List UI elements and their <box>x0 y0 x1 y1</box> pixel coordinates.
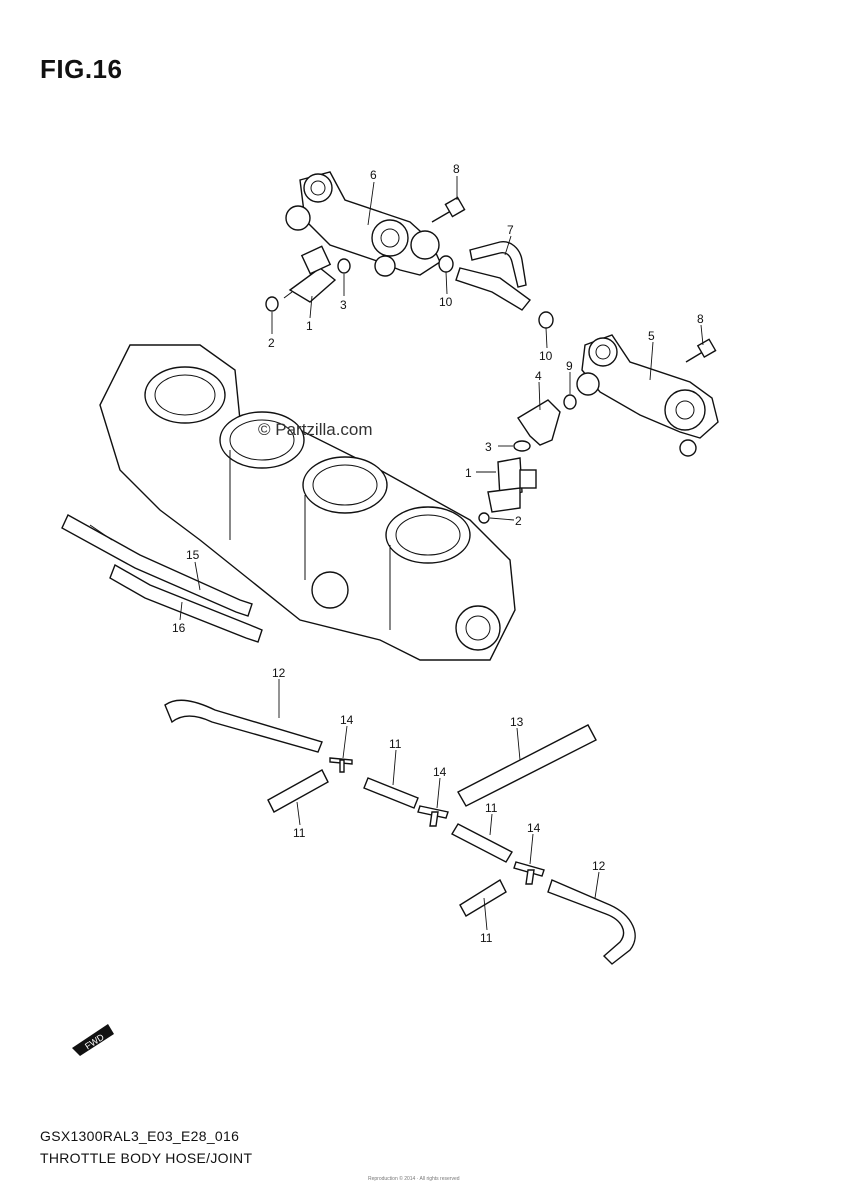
callout-2-lower: 2 <box>515 514 522 528</box>
callout-10-lower: 10 <box>539 349 553 363</box>
leader-lines <box>179 176 704 931</box>
callout-7: 7 <box>507 223 514 237</box>
figure-title: FIG.16 <box>40 54 123 84</box>
callout-1-upper: 1 <box>306 319 313 333</box>
callout-10-upper: 10 <box>439 295 453 309</box>
hose-11-b[interactable] <box>363 777 419 809</box>
joint-14-right[interactable] <box>513 861 545 885</box>
o-ring-9[interactable] <box>563 394 577 410</box>
callout-6: 6 <box>370 168 377 182</box>
fuel-injector-lower[interactable] <box>487 457 537 513</box>
o-ring-upper[interactable] <box>265 296 279 312</box>
callout-13: 13 <box>510 715 524 729</box>
fuel-delivery-pipe-lower[interactable] <box>576 334 719 457</box>
callout-11-c: 11 <box>485 801 498 815</box>
diagram-code: GSX1300RAL3_E03_E28_016 <box>40 1128 240 1144</box>
hose-11-a[interactable] <box>267 769 329 813</box>
callout-5: 5 <box>648 329 655 343</box>
callout-8-lower: 8 <box>697 312 704 326</box>
callout-2-upper: 2 <box>268 336 275 350</box>
callout-9: 9 <box>566 359 573 373</box>
fuel-delivery-pipe-upper[interactable] <box>285 171 441 277</box>
callout-3-upper: 3 <box>340 298 347 312</box>
callout-14-right: 14 <box>527 821 541 835</box>
callout-8-upper: 8 <box>453 162 460 176</box>
diagram-caption: THROTTLE BODY HOSE/JOINT <box>40 1150 253 1166</box>
callout-1-lower: 1 <box>465 466 472 480</box>
joint-14-left[interactable] <box>329 757 353 773</box>
callout-3-lower: 3 <box>485 440 492 454</box>
callout-4: 4 <box>535 369 542 383</box>
bolt-upper[interactable] <box>431 196 466 223</box>
callout-12-right: 12 <box>592 859 606 873</box>
callout-12-left: 12 <box>272 666 286 680</box>
callout-11-b: 11 <box>389 737 402 751</box>
callout-11-d: 11 <box>480 931 493 945</box>
hose-11-d[interactable] <box>459 878 507 917</box>
callout-14-left: 14 <box>340 713 354 727</box>
callout-14-center: 14 <box>433 765 447 779</box>
fuel-hose-upper[interactable] <box>438 241 554 329</box>
cushion-lower[interactable] <box>513 440 531 452</box>
hose-13[interactable] <box>457 724 597 807</box>
footer-fine-print: Reproduction © 2014 · All rights reserve… <box>368 1176 460 1182</box>
o-ring-lower[interactable] <box>478 512 490 524</box>
hose-12-right[interactable] <box>547 879 636 965</box>
vacuum-hose-16[interactable] <box>109 563 263 643</box>
vacuum-hose-15[interactable] <box>61 514 253 617</box>
callout-labels: 6 8 7 3 1 2 10 10 5 8 9 4 3 1 2 15 16 12… <box>172 162 704 945</box>
throttle-body-assembly[interactable] <box>99 344 516 661</box>
callout-16: 16 <box>172 621 186 635</box>
joint-14-center[interactable] <box>417 805 449 827</box>
bolt-lower[interactable] <box>685 338 717 363</box>
cushion-upper[interactable] <box>337 258 351 274</box>
callout-15: 15 <box>186 548 200 562</box>
fuel-injector-upper[interactable] <box>283 245 337 303</box>
forward-arrow-icon: FWD <box>72 1024 114 1056</box>
callout-11-a: 11 <box>293 826 306 840</box>
hose-11-c[interactable] <box>451 823 513 863</box>
fuel-joint[interactable] <box>517 399 561 446</box>
watermark: © Partzilla.com <box>258 420 373 439</box>
hose-12-left[interactable] <box>164 699 323 753</box>
